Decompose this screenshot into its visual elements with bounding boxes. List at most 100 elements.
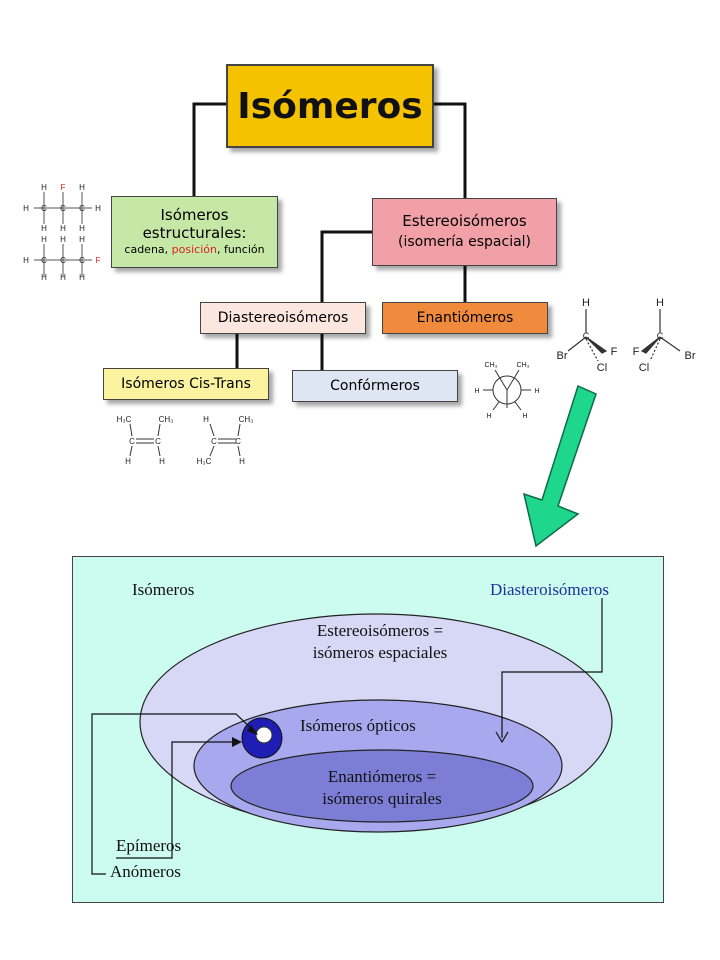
diastereoisomers-box: Diastereoisómeros: [200, 302, 366, 334]
formula2-f: F: [96, 256, 101, 265]
formula1-c2: C: [60, 204, 66, 213]
diastereo-label: Diastereoisómeros: [217, 310, 349, 326]
cis-c2: C: [155, 437, 161, 446]
cistrans-label: Isómeros Cis-Trans: [121, 376, 251, 392]
structural-isomers-box: Isómeros estructurales: cadena, posición…: [111, 196, 278, 268]
formula2-h5: H: [41, 273, 47, 280]
formula2-h1: H: [41, 235, 47, 244]
stereo-line2: (isomería espacial): [397, 234, 532, 250]
trans-c2: C: [235, 437, 241, 446]
enantiomer2-f: F: [633, 346, 640, 358]
structural-line2: estructurales:: [142, 224, 247, 242]
venn-stereo-line1: Estereoisómeros =: [316, 621, 444, 640]
formula1-h1: H: [41, 183, 47, 192]
structural-sub-function: , función: [216, 243, 265, 256]
structural-sub-position: posición: [171, 243, 217, 256]
stereoisomers-box: Estereoisómeros (isomería espacial): [372, 198, 557, 266]
newman-ch3-left: CH₃: [485, 362, 498, 369]
cis-ch3-right: CH₃: [159, 415, 174, 424]
enantiomer1-cl: Cl: [597, 362, 607, 374]
formula2-h4: H: [23, 256, 29, 265]
trans-c1: C: [211, 437, 217, 446]
connector-stereo-diastereo: [320, 230, 372, 302]
newman-h-br: H: [522, 413, 527, 420]
venn-epimers-label: Epímeros: [116, 836, 182, 855]
diastereo-pointer-line: [501, 598, 603, 738]
enantiomer1-c: C: [583, 331, 590, 341]
enantiomer1-f: F: [611, 346, 618, 358]
newman-h-left: H: [474, 388, 479, 395]
trans-h-right: H: [239, 457, 245, 466]
newman-h-bl: H: [486, 413, 491, 420]
conformers-box: Confórmeros: [292, 370, 458, 402]
conformers-label: Confórmeros: [330, 378, 420, 394]
structural-subtypes: cadena, posición, función: [124, 242, 264, 258]
formula1-h3: H: [23, 204, 29, 213]
enantiomer1-br: Br: [557, 350, 568, 362]
enantiomer2-cl: Cl: [639, 362, 649, 374]
venn-enantio-line1: Enantiómeros =: [327, 767, 437, 786]
venn-enantio-label: Enantiómeros = isómeros quirales: [272, 766, 492, 810]
connector-root-stereo: [434, 102, 467, 198]
formula2-c3: C: [79, 256, 85, 265]
enantiomer2-h: H: [656, 297, 664, 309]
enantiomers-box: Enantiómeros: [382, 302, 548, 334]
connector-root-structural: [192, 102, 228, 196]
cis-h-right: H: [159, 457, 165, 466]
structural-formulas-drawing: H F H H C C C H H H H H H H H C C C F H …: [23, 183, 101, 280]
venn-enantio-line2: isómeros quirales: [322, 789, 442, 808]
cis-trans-box: Isómeros Cis-Trans: [103, 368, 269, 400]
structural-line1: Isómeros: [160, 206, 229, 224]
formula2-h2: H: [60, 235, 66, 244]
cis-ch3-left: H₃C: [117, 415, 132, 424]
formula1-h6: H: [60, 224, 66, 233]
venn-isomers-label: Isómeros: [132, 580, 195, 599]
newman-ch3-right: CH₃: [517, 362, 530, 369]
formula1-h7: H: [79, 224, 85, 233]
enantiomer-pair-drawing: H C Br F Cl H C F Br Cl: [557, 297, 696, 374]
green-arrow-shape: [522, 384, 597, 548]
epimer-arrowhead: [247, 725, 258, 735]
newman-h-right: H: [534, 388, 539, 395]
enantiomer1-h: H: [582, 297, 590, 309]
formula2-c2: C: [60, 256, 66, 265]
formula1-h5: H: [41, 224, 47, 233]
venn-stereo-line2: isómeros espaciales: [312, 643, 448, 662]
formula2-h7: H: [79, 273, 85, 280]
epimer-pointer-line: [91, 713, 258, 875]
trans-ch3-right: CH₃: [239, 415, 254, 424]
small-ring-inner: [255, 726, 273, 744]
enantiomer2-c: C: [657, 331, 664, 341]
anomer-pointer-line: [116, 741, 238, 859]
diastereo-pointer-arrowhead: [495, 731, 509, 744]
venn-optical-label: Isómeros ópticos: [300, 716, 416, 735]
formula2-h6: H: [60, 273, 66, 280]
formula1-c3: C: [79, 204, 85, 213]
venn-stereo-label: Estereoisómeros = isómeros espaciales: [270, 620, 490, 664]
enantiomer2-br: Br: [685, 350, 696, 362]
cis-h-left: H: [125, 457, 131, 466]
trans-ch3-left: H₃C: [197, 457, 212, 466]
venn-anomers-label: Anómeros: [110, 862, 181, 881]
anomer-arrowhead: [232, 737, 242, 747]
cis-trans-drawing: H₃C CH₃ C C H H H CH₃ C C H₃C H: [117, 415, 254, 466]
formula1-h4: H: [95, 204, 101, 213]
trans-h-left: H: [203, 415, 209, 424]
structural-sub-chain: cadena,: [124, 243, 172, 256]
newman-projection-drawing: CH₃ CH₃ H H H H: [474, 362, 539, 420]
cis-c1: C: [129, 437, 135, 446]
stereo-line1: Estereoisómeros: [402, 212, 527, 230]
root-box: Isómeros: [226, 64, 434, 148]
formula1-h2: H: [79, 183, 85, 192]
formula1-f: F: [61, 183, 66, 192]
formula2-h3: H: [79, 235, 85, 244]
enantiomers-ellipse: [230, 749, 534, 823]
formula1-c1: C: [41, 204, 47, 213]
venn-diastereo-label: Diasteroisómeros: [490, 580, 609, 599]
formula2-c1: C: [41, 256, 47, 265]
root-title: Isómeros: [237, 85, 423, 127]
enantio-label: Enantiómeros: [416, 310, 514, 326]
